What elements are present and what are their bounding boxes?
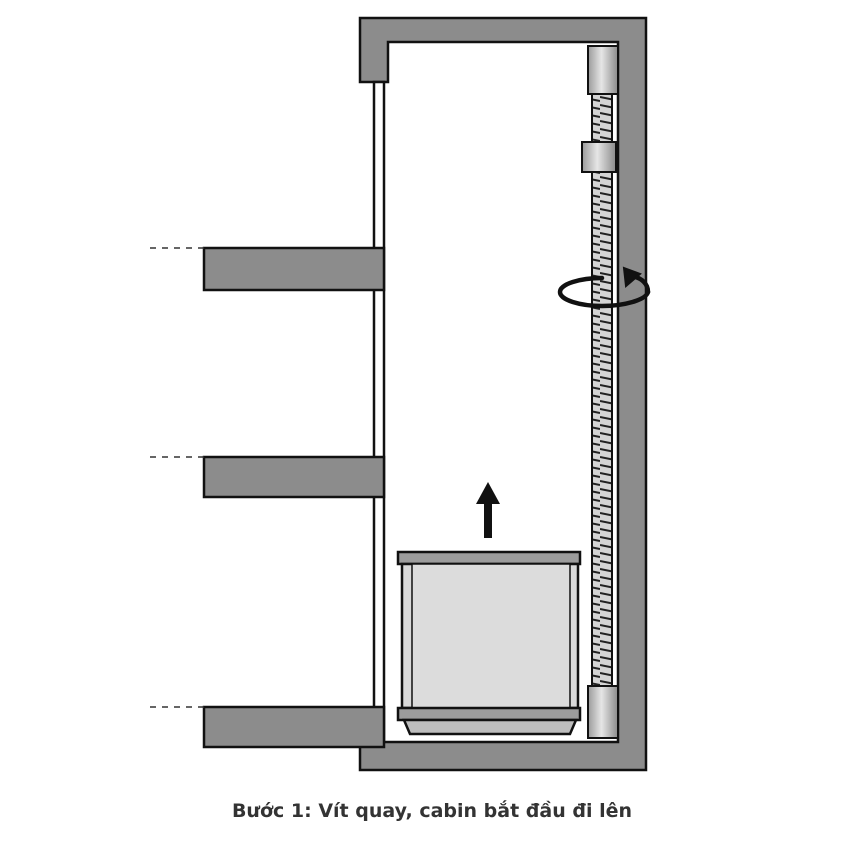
floor-slabs xyxy=(202,246,386,749)
floor-slab-top xyxy=(202,246,386,292)
up-arrow-icon xyxy=(476,482,500,538)
screw-top-bearing xyxy=(587,45,619,95)
cabin-roof xyxy=(396,550,582,566)
cabin-base xyxy=(402,718,578,736)
screw-bottom-bearing xyxy=(587,685,619,739)
screw-assembly xyxy=(581,45,619,739)
cabin-floor xyxy=(396,706,582,722)
floor-slab-middle xyxy=(202,455,386,499)
rotation-arrow-icon xyxy=(557,266,651,309)
cabin xyxy=(396,550,582,736)
floor-slab-bottom xyxy=(202,705,386,749)
cabin-inner xyxy=(411,563,571,709)
step-caption: Bước 1: Vít quay, cabin bắt đầu đi lên xyxy=(231,800,633,822)
floor-dash-lines xyxy=(150,247,204,708)
screw-rod xyxy=(591,91,613,689)
screw-nut xyxy=(581,141,617,173)
shaft-left-wall xyxy=(372,80,386,744)
